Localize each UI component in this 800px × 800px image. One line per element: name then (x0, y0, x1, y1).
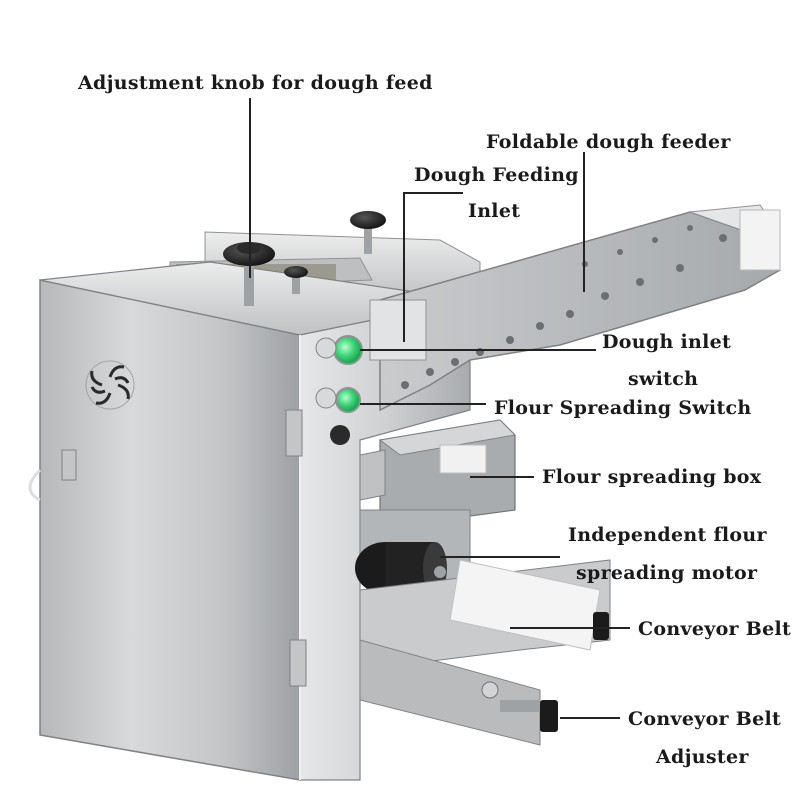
label-motor-line1: Independent flour (568, 524, 767, 546)
leader-belt-adjuster (560, 717, 620, 719)
leader-conveyor-belt (510, 627, 630, 629)
flour-motor (355, 509, 471, 594)
leader-flour-switch (360, 403, 486, 405)
label-feeding-inlet-line2: Inlet (468, 200, 521, 222)
label-inlet-switch-line2: switch (628, 368, 699, 390)
leader-feeding-inlet-h (403, 192, 463, 194)
conveyor-assembly (359, 559, 611, 746)
label-belt-adjuster-line1: Conveyor Belt (628, 708, 782, 730)
leader-adjust-knob (249, 98, 251, 278)
label-foldable-feeder: Foldable dough feeder (486, 131, 731, 153)
label-feeding-inlet-line1: Dough Feeding (414, 164, 579, 186)
leader-foldable-feeder (583, 152, 585, 292)
leader-motor (440, 556, 560, 558)
indicator-switch-icon (315, 335, 363, 445)
label-conveyor-belt: Conveyor Belt (638, 618, 792, 640)
main-cabinet (39, 261, 471, 781)
label-adjustment-knob: Adjustment knob for dough feed (78, 72, 433, 94)
label-belt-adjuster-line2: Adjuster (656, 746, 749, 768)
fan-vent-icon (85, 360, 135, 410)
leader-feeding-inlet-v (403, 192, 405, 342)
label-inlet-switch-line1: Dough inlet (602, 331, 732, 353)
leader-flour-box (470, 476, 534, 478)
label-flour-switch: Flour Spreading Switch (494, 397, 752, 419)
foldable-feeder-arm (369, 204, 781, 412)
power-cord (28, 468, 42, 502)
label-flour-box: Flour spreading box (542, 466, 762, 488)
label-motor-line2: spreading motor (576, 562, 758, 584)
leader-inlet-switch (360, 349, 596, 351)
flour-spreading-box (359, 419, 517, 521)
hinges (61, 409, 307, 687)
